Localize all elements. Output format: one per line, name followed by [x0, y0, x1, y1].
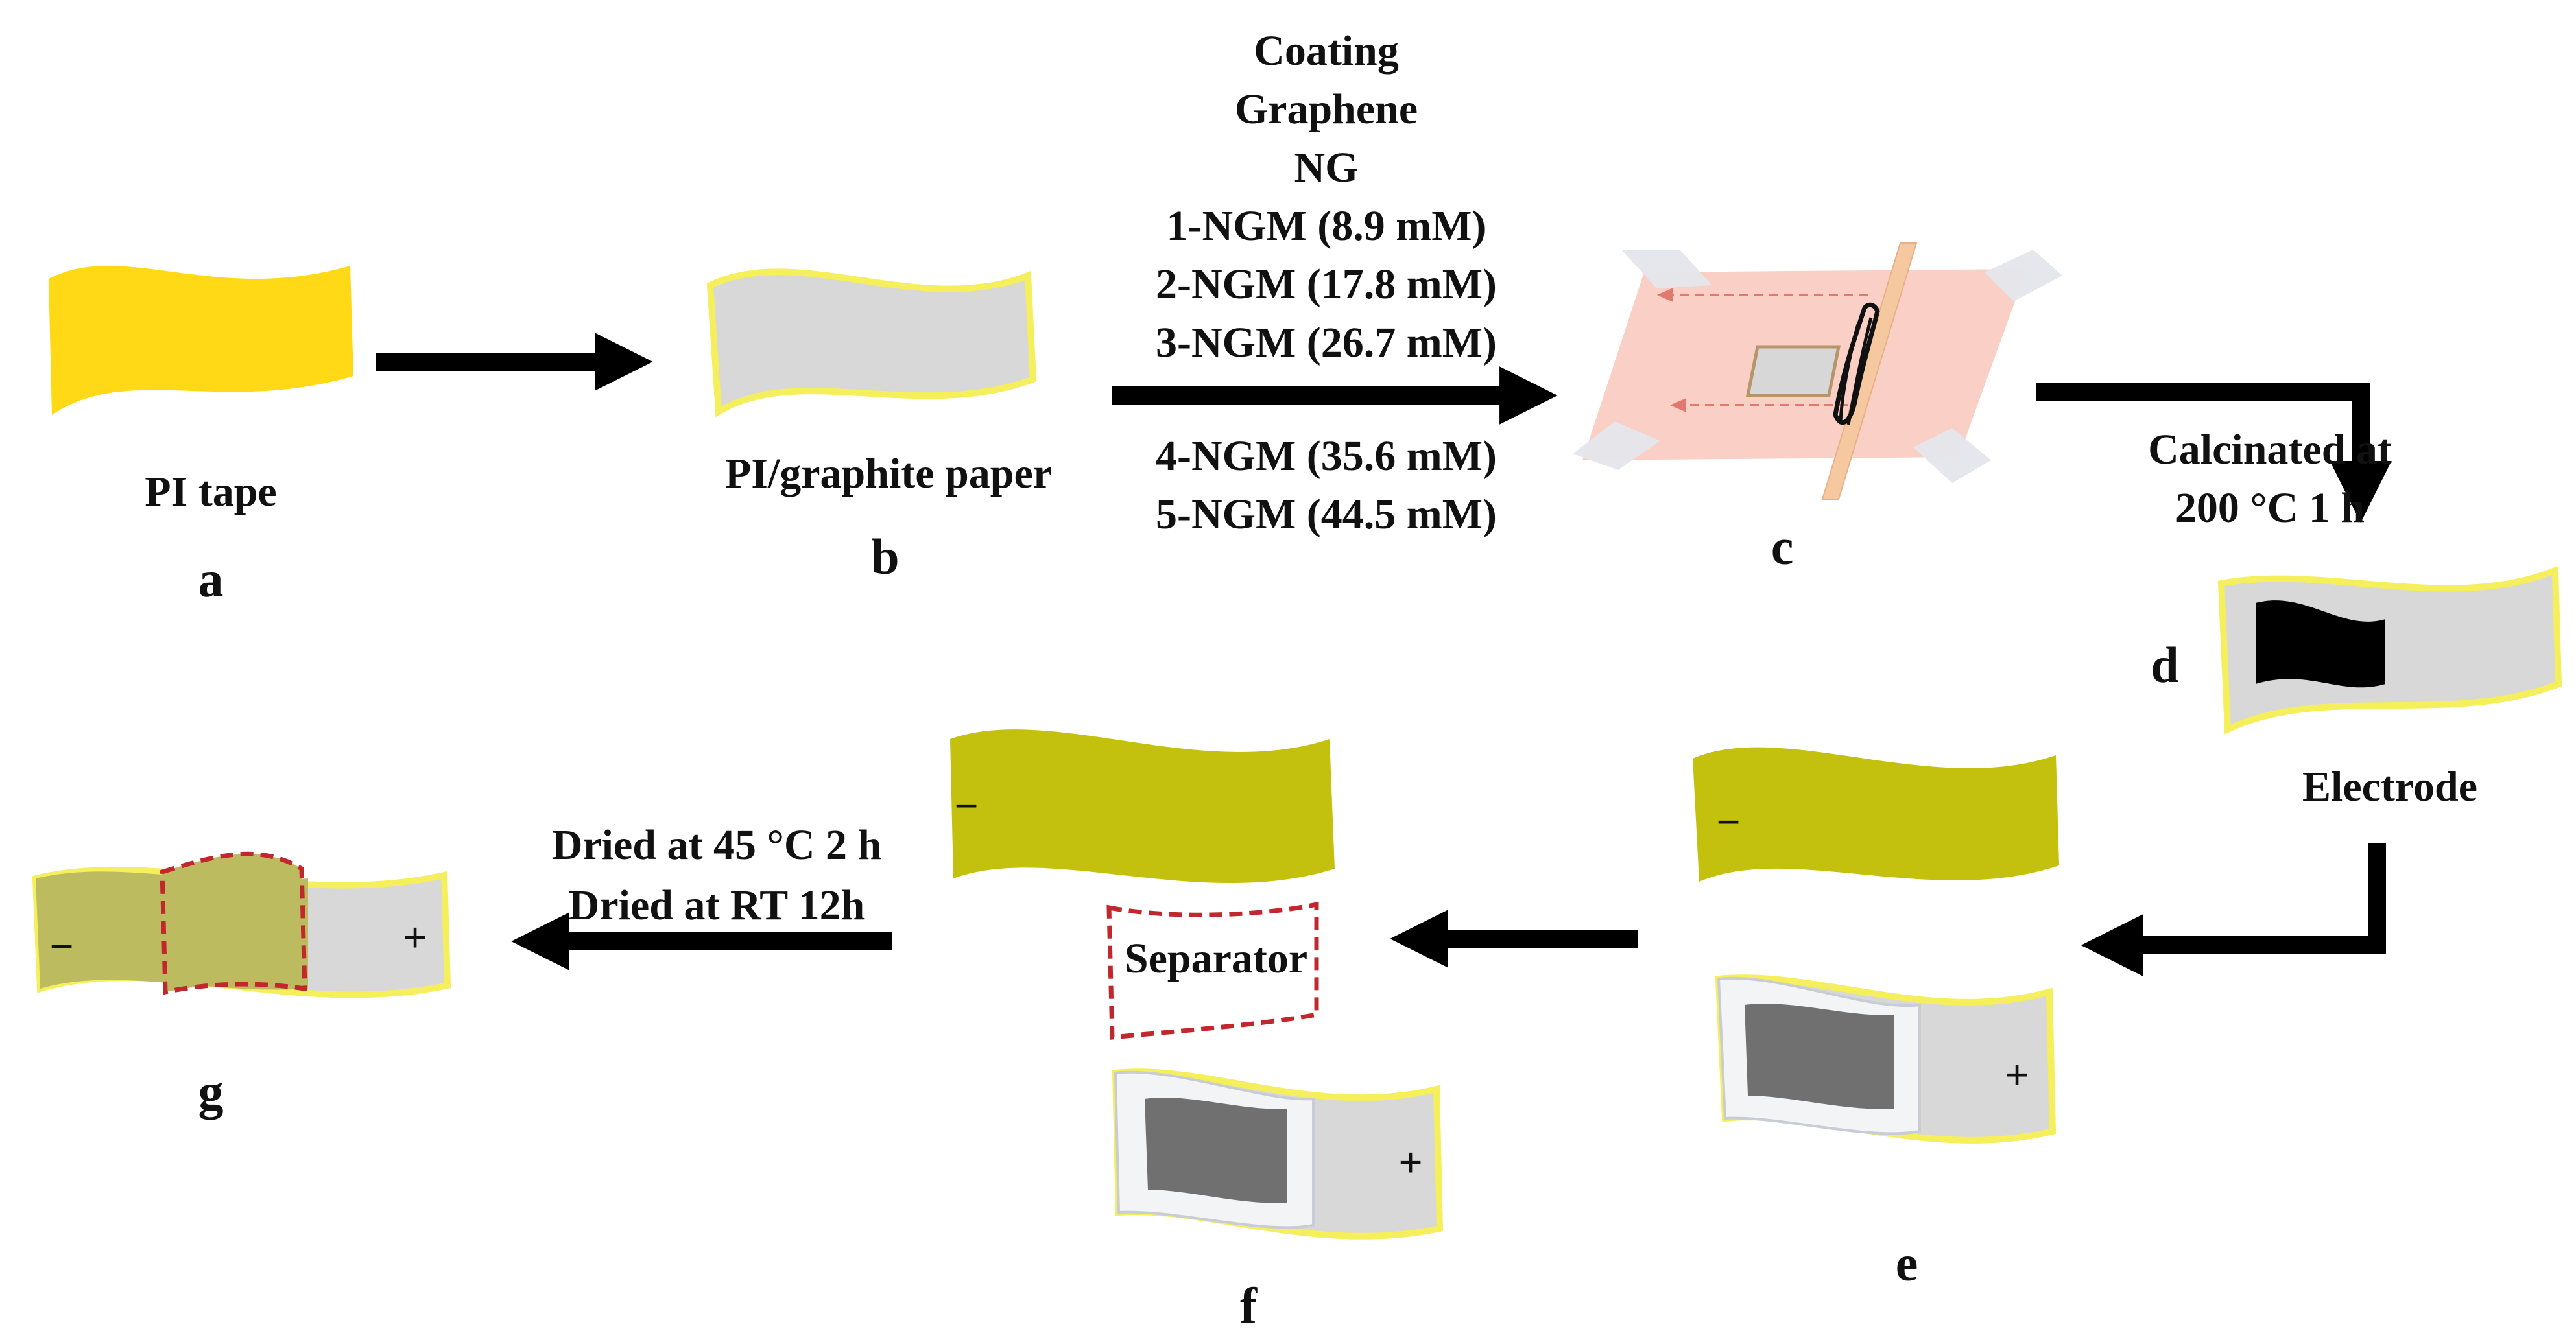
step-letter-d: d [2151, 637, 2178, 693]
coating-line: 3-NGM (26.7 mM) [1156, 319, 1497, 366]
arrow-c-to-d [2036, 383, 2392, 523]
drying-line: Dried at RT 12h [569, 882, 865, 929]
positive-sign: + [1398, 1139, 1423, 1186]
coating-line: 1-NGM (8.9 mM) [1166, 202, 1486, 250]
negative-sign: − [1716, 799, 1741, 846]
arrow-head-lower [1670, 398, 1686, 412]
negative-sign: − [954, 783, 979, 830]
tape-tab-top-right [1985, 250, 2062, 301]
negative-sign: − [49, 923, 74, 971]
cathode-active-layer [1145, 1097, 1287, 1203]
electrode-caption: Electrode [2302, 763, 2477, 810]
pi-tape-caption: PI tape [145, 468, 276, 515]
coating-line: Coating [1254, 27, 1399, 75]
coating-line: Graphene [1235, 86, 1418, 133]
calcination-line: Calcinated at [2148, 426, 2392, 473]
final-device-g: − + [32, 851, 451, 998]
pi-graphite-caption: PI/graphite paper [725, 450, 1052, 497]
step-letter-b: b [871, 528, 899, 585]
tape-tab-bottom-left [1573, 421, 1660, 470]
coating-line: 4-NGM (35.6 mM) [1156, 432, 1497, 480]
step-letter-c: c [1771, 519, 1794, 575]
separator-outline [1106, 901, 1319, 1040]
anode-strip [1693, 747, 2059, 882]
graphite-window [1745, 345, 1841, 397]
electrode-black-coating [2256, 600, 2385, 688]
coating-line: 2-NGM (17.8 mM) [1156, 261, 1497, 308]
step-letter-g: g [198, 1063, 224, 1120]
anode-strip [950, 729, 1335, 884]
electrode-pair-e: − + [1693, 747, 2059, 1144]
separator-label: Separator [1125, 935, 1307, 982]
pi-graphite-paper-strip [706, 268, 1037, 418]
coating-line: 5-NGM (44.5 mM) [1156, 491, 1497, 538]
step-letter-f: f [1240, 1277, 1258, 1334]
arrow-d-to-e [2081, 843, 2386, 976]
arrow-head-upper [1657, 288, 1673, 302]
tape-tab-bottom-right [1913, 428, 1991, 483]
step-letter-e: e [1896, 1235, 1918, 1291]
coating-conditions: Coating Graphene NG 1-NGM (8.9 mM) 2-NGM… [1156, 27, 1497, 538]
electrode-d [2217, 565, 2562, 735]
drying-line: Dried at 45 °C 2 h [552, 821, 882, 869]
pi-tape-strip [49, 266, 353, 415]
step-letter-a: a [198, 551, 224, 607]
calcination-line: 200 °C 1 h [2175, 484, 2365, 532]
positive-sign: + [2005, 1052, 2029, 1099]
positive-sign: + [403, 914, 427, 961]
tape-tab-top-left [1621, 250, 1712, 288]
separator-outline [160, 851, 307, 995]
assembly-f: − Separator + [950, 729, 1444, 1240]
coating-slurry [1839, 317, 1873, 425]
cathode-active-layer [1745, 1003, 1894, 1109]
coating-line: NG [1294, 144, 1359, 191]
coating-rod [1821, 242, 1918, 500]
coating-setup [1573, 242, 2062, 500]
